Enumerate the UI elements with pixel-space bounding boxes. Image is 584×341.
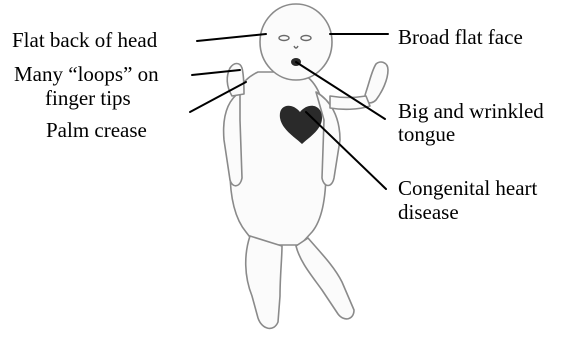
baby-right-hand	[365, 62, 388, 103]
label-palm-crease: Palm crease	[46, 120, 147, 141]
label-broad-flat-face: Broad flat face	[398, 27, 523, 48]
baby-left-arm	[224, 92, 242, 186]
label-big-tongue-line1: Big and wrinkled	[398, 101, 544, 122]
leader-flat-back-of-head	[197, 34, 266, 41]
baby-left-leg	[246, 236, 282, 328]
label-congenital-heart-line2: disease	[398, 202, 459, 223]
label-congenital-heart-line1: Congenital heart	[398, 178, 537, 199]
label-big-tongue-line2: tongue	[398, 124, 455, 145]
baby-head	[260, 4, 332, 80]
label-many-loops-line2: finger tips	[45, 88, 131, 109]
baby-body	[230, 72, 326, 245]
label-flat-back-of-head: Flat back of head	[12, 30, 157, 51]
label-many-loops-line1: Many “loops” on	[14, 64, 159, 85]
baby-right-upper-arm	[330, 96, 370, 109]
baby-right-leg	[296, 238, 354, 319]
